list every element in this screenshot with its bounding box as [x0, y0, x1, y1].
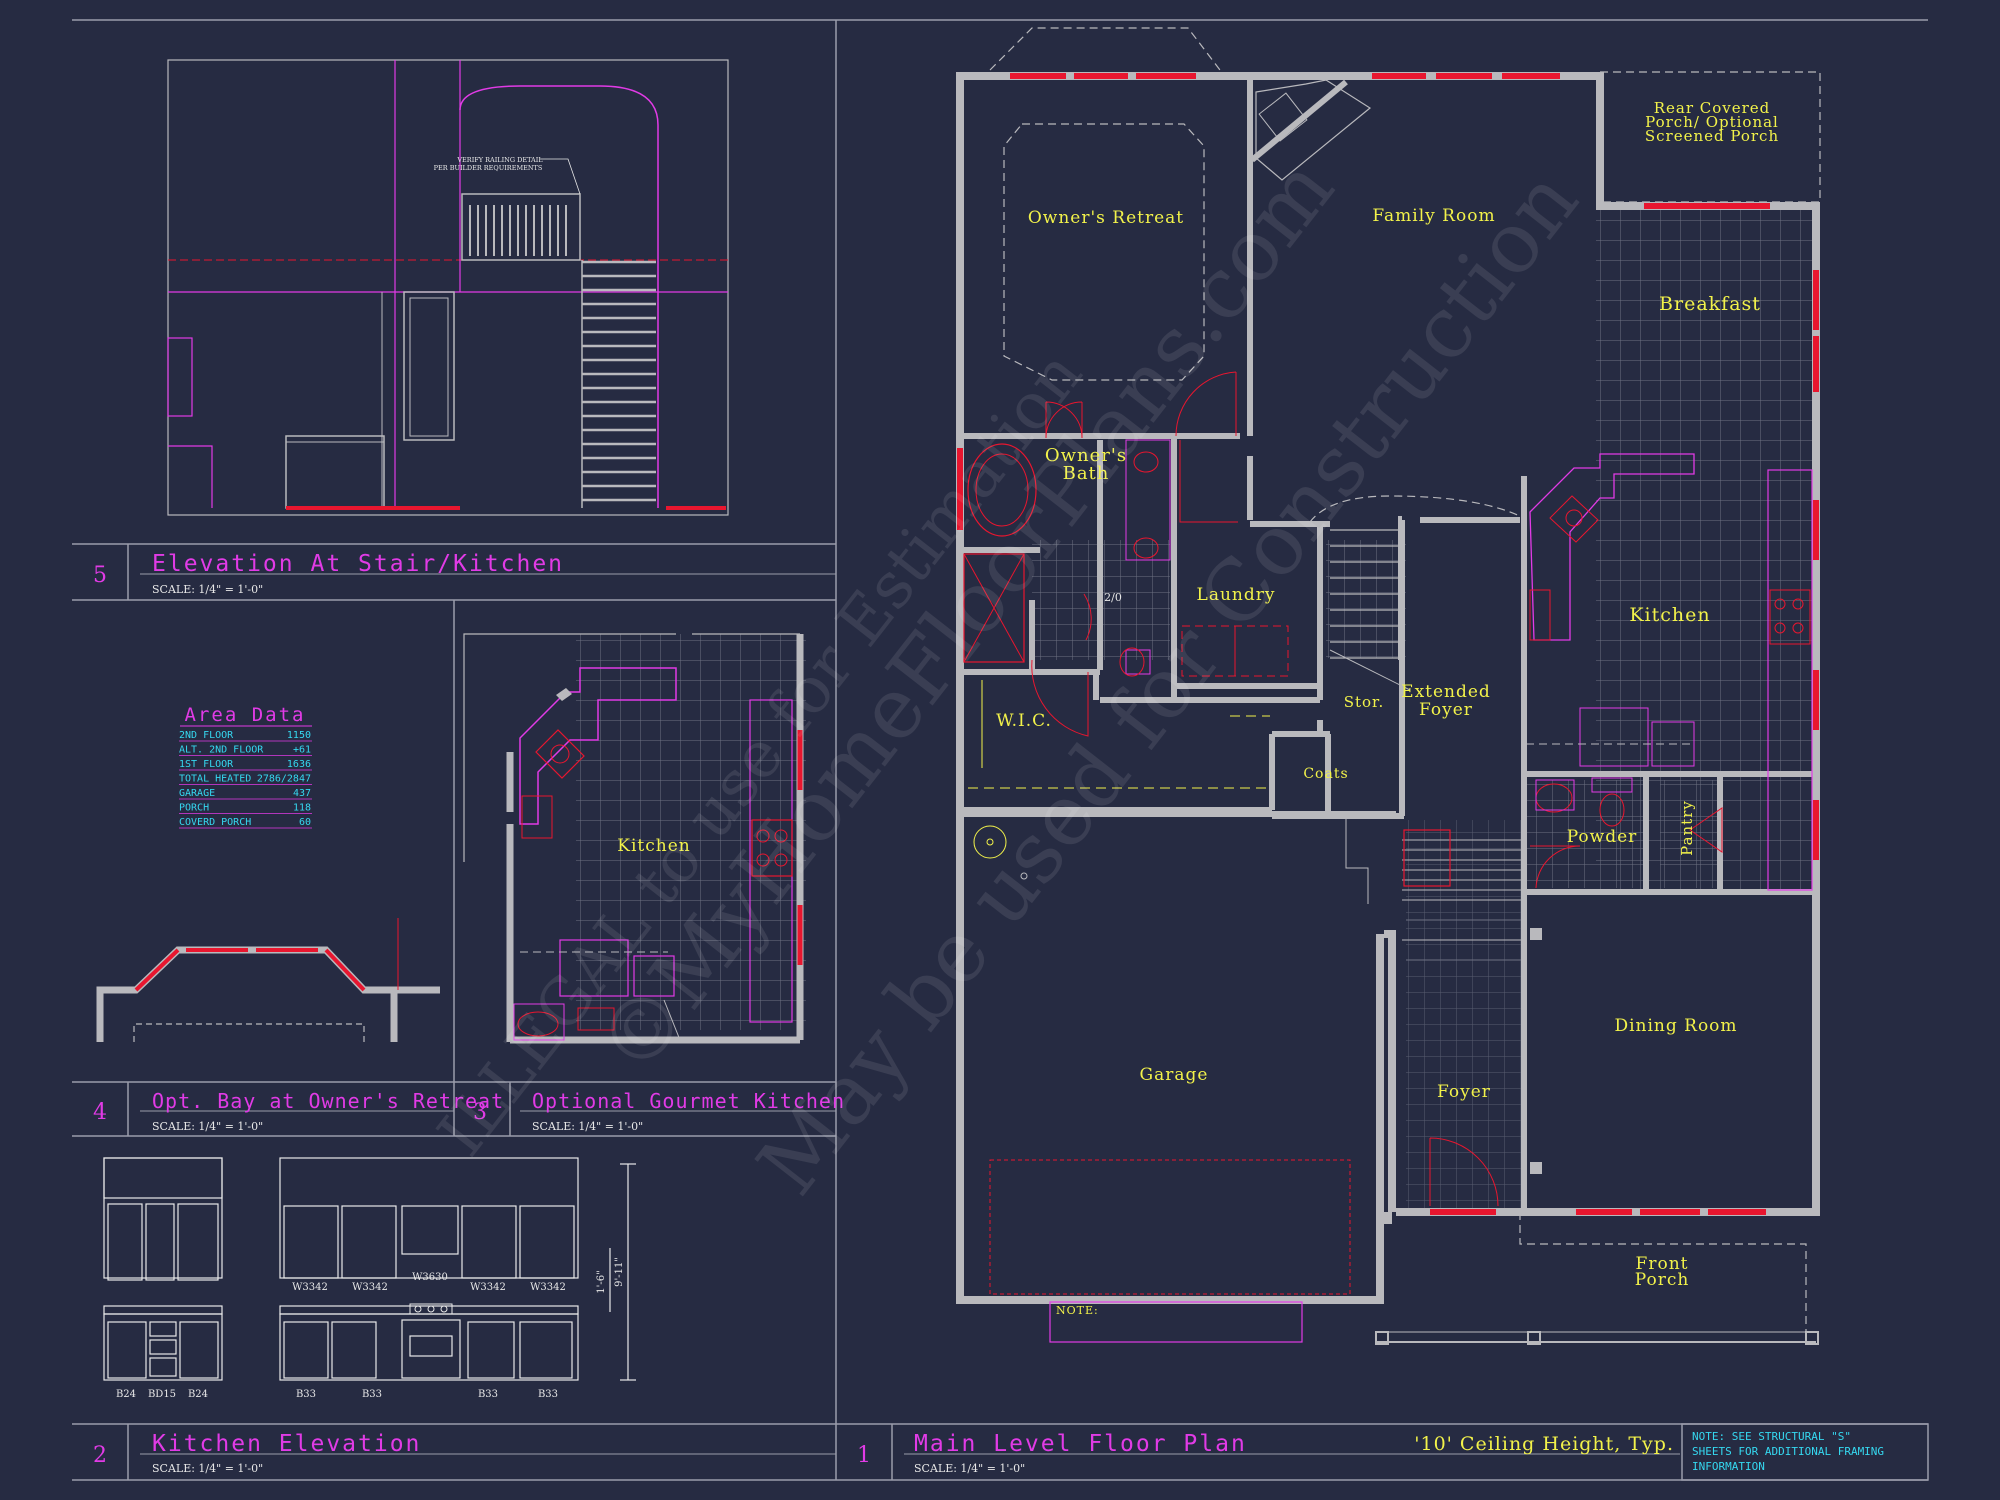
area-row-label: PORCH: [179, 803, 209, 814]
room-rear-porch-line3: Screened Porch: [1645, 127, 1779, 145]
area-row-label: GARAGE: [179, 788, 215, 799]
room-powder: Powder: [1567, 827, 1638, 847]
title-block-5: 5 Elevation At Stair/Kitchen SCALE: 1/4"…: [93, 544, 836, 600]
cabinet-base-b33-3: B33: [478, 1389, 498, 1400]
room-extended-foyer-line2: Foyer: [1419, 700, 1473, 720]
gourmet-kitchen-label: Kitchen: [617, 836, 690, 856]
structural-note-line2: SHEETS FOR ADDITIONAL FRAMING: [1692, 1445, 1884, 1458]
room-wic: W.I.C.: [996, 711, 1052, 731]
title-block-2: 2 Kitchen Elevation SCALE: 1/4" = 1'-0": [93, 1424, 836, 1480]
cabinet-upper-1: W3342: [292, 1282, 328, 1293]
cabinet-upper-4: W3342: [470, 1282, 506, 1293]
railing-note-line1: VERIFY RAILING DETAIL: [456, 156, 543, 164]
main-floor-plan: [956, 27, 1821, 1345]
detail-title-5: Elevation At Stair/Kitchen: [152, 551, 564, 577]
cabinet-base-bd15: BD15: [148, 1389, 176, 1400]
detail-title-1: Main Level Floor Plan: [914, 1431, 1247, 1457]
room-pantry: Pantry: [1678, 800, 1696, 856]
ceiling-height-note: '10' Ceiling Height, Typ.: [1414, 1433, 1674, 1455]
detail-scale-1: SCALE: 1/4" = 1'-0": [914, 1462, 1025, 1475]
room-front-porch-line1: Front: [1636, 1254, 1689, 1274]
room-garage: Garage: [1140, 1065, 1209, 1085]
area-row-value: 437: [293, 788, 311, 799]
area-data-title: Area Data: [185, 704, 306, 726]
detail-title-2: Kitchen Elevation: [152, 1431, 421, 1457]
main-plan-room-labels: Owner's Retreat Family Room Rear Covered…: [996, 99, 1779, 1317]
detail-scale-4: SCALE: 1/4" = 1'-0": [152, 1120, 263, 1133]
detail-number-2: 2: [93, 1443, 107, 1468]
area-row-label: 1ST FLOOR: [179, 759, 234, 770]
title-block-4: 4 Opt. Bay at Owner's Retreat SCALE: 1/4…: [93, 1082, 504, 1136]
structural-note-line3: INFORMATION: [1692, 1460, 1765, 1473]
kitchen-elevation-drawing: [103, 1157, 636, 1381]
room-owners-retreat: Owner's Retreat: [1028, 208, 1184, 228]
detail-title-3: Optional Gourmet Kitchen: [532, 1089, 845, 1113]
area-row-value: 2786/2847: [257, 774, 311, 785]
area-row-label: ALT. 2ND FLOOR: [179, 745, 264, 756]
cabinet-upper-5: W3342: [530, 1282, 566, 1293]
area-row-value: +61: [293, 745, 311, 756]
detail-scale-2: SCALE: 1/4" = 1'-0": [152, 1462, 263, 1475]
structural-note-line1: NOTE: SEE STRUCTURAL "S": [1692, 1430, 1851, 1443]
room-coats: Coats: [1303, 766, 1348, 782]
area-row-value: 60: [299, 817, 311, 828]
door-tag: 2/0: [1104, 591, 1122, 604]
kitchen-elevation-labels: W3342 W3342 W3630 W3342 W3342 B24 BD15 B…: [116, 1257, 625, 1400]
room-storage: Stor.: [1344, 693, 1385, 711]
cabinet-base-b33-1: B33: [296, 1389, 316, 1400]
room-dining-room: Dining Room: [1614, 1016, 1737, 1036]
dimension-total-height: 9'-11": [614, 1257, 625, 1287]
cabinet-base-b33-2: B33: [362, 1389, 382, 1400]
detail-number-5: 5: [93, 563, 107, 588]
garage-note-label: NOTE:: [1056, 1304, 1099, 1317]
bay-detail-drawing: [96, 918, 440, 1042]
area-row-value: 1636: [287, 759, 311, 770]
detail-number-1: 1: [857, 1443, 871, 1468]
room-owners-bath-line1: Owner's: [1045, 445, 1127, 466]
room-front-porch-line2: Porch: [1635, 1270, 1690, 1290]
room-laundry: Laundry: [1197, 585, 1276, 605]
area-row-value: 118: [293, 803, 311, 814]
room-breakfast: Breakfast: [1659, 293, 1761, 315]
railing-note-line2: PER BUILDER REQUIREMENTS: [434, 164, 543, 172]
detail-scale-5: SCALE: 1/4" = 1'-0": [152, 583, 263, 596]
area-row-label: TOTAL HEATED: [179, 774, 251, 785]
room-foyer: Foyer: [1437, 1082, 1491, 1102]
detail-scale-3: SCALE: 1/4" = 1'-0": [532, 1120, 643, 1133]
room-rear-porch-line2: Porch/ Optional: [1645, 113, 1779, 131]
room-family-room: Family Room: [1372, 206, 1495, 226]
room-kitchen: Kitchen: [1629, 604, 1710, 626]
area-row-label: COVERD PORCH: [179, 817, 251, 828]
title-block-3: 3 Optional Gourmet Kitchen SCALE: 1/4" =…: [473, 1082, 845, 1136]
cabinet-base-b24-left: B24: [116, 1389, 136, 1400]
room-owners-bath-line2: Bath: [1063, 463, 1110, 484]
cabinet-base-b24-right: B24: [188, 1389, 208, 1400]
gourmet-kitchen-drawing: Kitchen: [463, 633, 806, 1044]
area-row-value: 1150: [287, 730, 311, 741]
title-block-1: 1 Main Level Floor Plan SCALE: 1/4" = 1'…: [857, 1423, 1929, 1481]
room-extended-foyer-line1: Extended: [1401, 682, 1491, 702]
watermark-line3: ILLEGAL to use for Estimation: [424, 338, 1097, 1170]
area-row-label: 2ND FLOOR: [179, 730, 234, 741]
detail-number-4: 4: [93, 1100, 107, 1125]
dimension-backsplash: 1'-6": [596, 1270, 607, 1293]
stair-elevation-drawing: VERIFY RAILING DETAIL PER BUILDER REQUIR…: [167, 59, 729, 516]
detail-number-3: 3: [473, 1100, 487, 1125]
room-rear-porch-line1: Rear Covered: [1654, 99, 1771, 117]
cabinet-base-b33-4: B33: [538, 1389, 558, 1400]
cabinet-upper-2: W3342: [352, 1282, 388, 1293]
cabinet-upper-3: W3630: [412, 1272, 448, 1283]
detail-title-4: Opt. Bay at Owner's Retreat: [152, 1089, 504, 1113]
